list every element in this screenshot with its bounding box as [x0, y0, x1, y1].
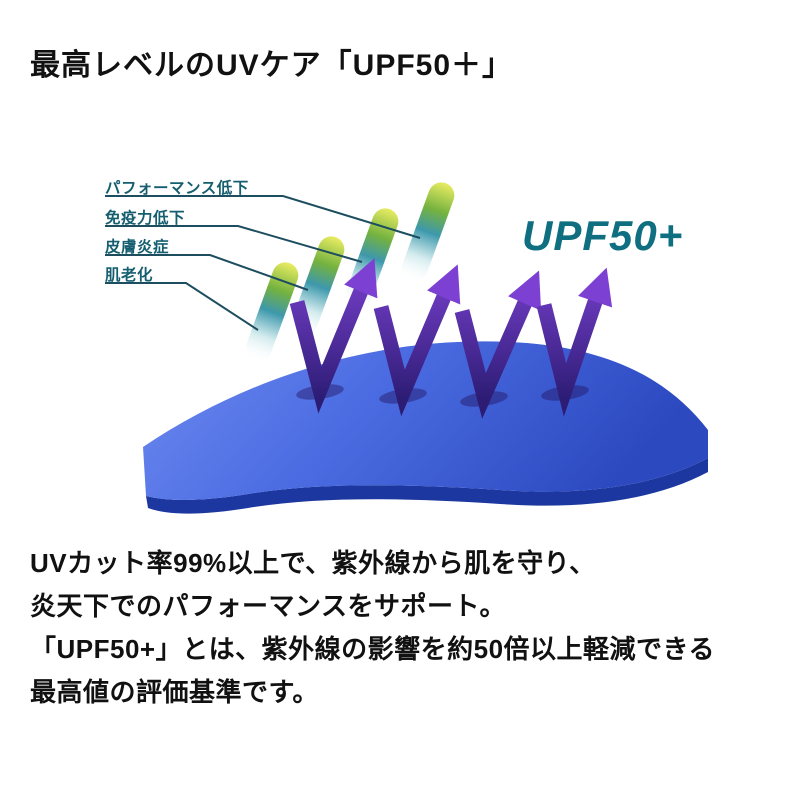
- uv-effect-label-performance-drop: パフォーマンス低下: [105, 180, 249, 197]
- leader-line-aging: [105, 282, 259, 331]
- uv-effect-label-skin-inflammation: 皮膚炎症: [105, 239, 170, 256]
- reflected-uv-arrow: [289, 258, 378, 414]
- reflected-uv-arrow: [536, 267, 613, 417]
- leader-line-inflammation: [105, 254, 309, 291]
- body-text-line: 最高値の評価基準です。: [30, 677, 319, 707]
- fabric-underside: [146, 458, 708, 514]
- fabric-surface: [143, 341, 708, 500]
- body-text-line: 炎天下でのパフォーマンスをサポート。: [30, 591, 506, 621]
- uv-effect-label-skin-aging: 肌老化: [105, 267, 154, 284]
- page-title: 最高レベルのUVケア「UPF50＋」: [30, 49, 514, 82]
- uv-ray-streak: [401, 182, 455, 282]
- body-text-line: UVカット率99%以上で、紫外線から肌を守り、: [30, 548, 596, 578]
- reflected-uv-arrow: [454, 270, 542, 419]
- leader-line-performance: [105, 195, 421, 239]
- fabric-sheet: [143, 341, 708, 514]
- reflected-uv-arrows: [289, 258, 613, 419]
- upf50-badge: UPF50+: [522, 212, 684, 259]
- leader-line-immunity: [105, 225, 363, 263]
- leader-lines: [105, 195, 421, 331]
- body-text: UVカット率99%以上で、紫外線から肌を守り、 炎天下でのパフォーマンスをサポー…: [30, 542, 775, 714]
- uv-protection-diagram: [105, 182, 708, 514]
- uv-effect-label-immunity-drop: 免疫力低下: [105, 210, 186, 227]
- uv-ray-streak: [245, 262, 299, 362]
- reflected-uv-arrow: [373, 264, 461, 417]
- body-text-line: 「UPF50+」とは、紫外線の影響を約50倍以上軽減できる: [30, 634, 716, 664]
